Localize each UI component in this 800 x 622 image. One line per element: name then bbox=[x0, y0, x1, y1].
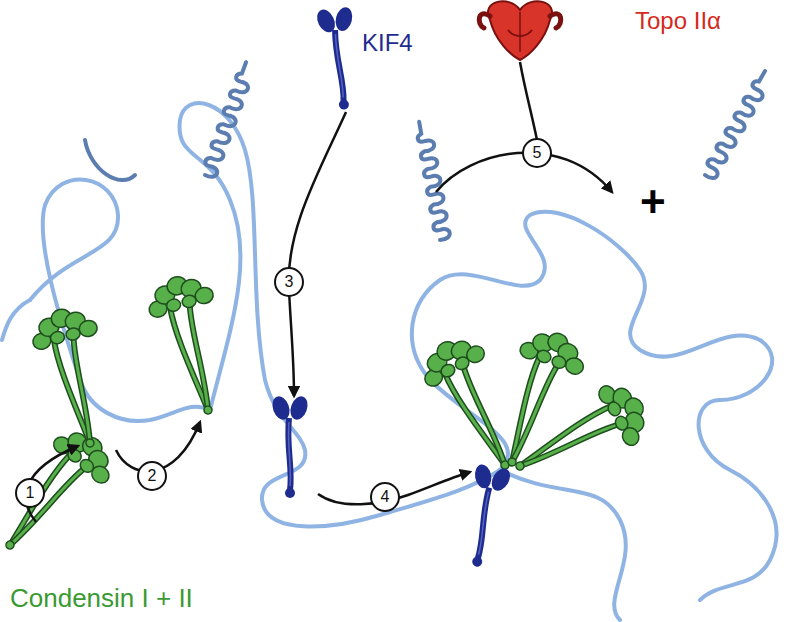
callout-number: 1 bbox=[26, 485, 35, 501]
protein-label: KIF4 bbox=[362, 30, 413, 56]
callout-number: 5 bbox=[533, 145, 542, 161]
callout-number: 4 bbox=[381, 489, 390, 505]
step-circle: 1 bbox=[15, 478, 45, 508]
step-circle: 2 bbox=[137, 461, 167, 491]
step-circle: 3 bbox=[274, 267, 304, 297]
kif4-motor bbox=[269, 4, 514, 570]
chromatin-fibre bbox=[2, 103, 776, 620]
topo-enzyme bbox=[479, 1, 561, 60]
process-arrow bbox=[26, 62, 612, 522]
step-circle: 4 bbox=[370, 482, 400, 512]
plus-sign: + bbox=[640, 178, 666, 226]
callout-number: 3 bbox=[285, 274, 294, 290]
step-circle: 5 bbox=[522, 138, 552, 168]
protein-label: Condensin I + II bbox=[10, 584, 193, 613]
coiled-fibre bbox=[85, 61, 774, 241]
callout-number: 2 bbox=[148, 468, 157, 484]
condensin-complex bbox=[0, 269, 657, 569]
protein-label: Topo IIα bbox=[635, 8, 721, 34]
